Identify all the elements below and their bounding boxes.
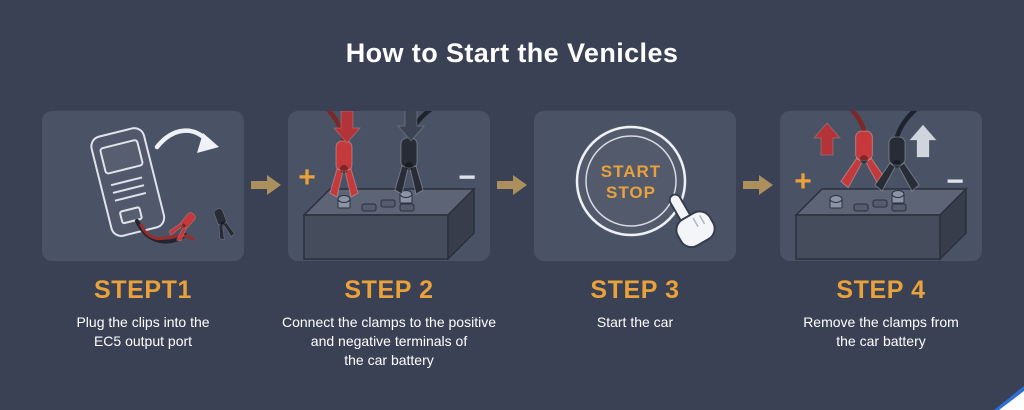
- red-cable: [139, 223, 195, 241]
- step-label: STEP 3: [590, 276, 680, 304]
- plus-symbol: +: [794, 165, 812, 198]
- black-clamp-icon: [874, 136, 920, 192]
- red-cable: [849, 111, 867, 134]
- step-description: Connect the clamps to the positive and n…: [281, 314, 496, 368]
- start-stop-button: START STOP: [575, 125, 687, 237]
- white-up-arrow-icon: [909, 124, 937, 158]
- step-1-panel: [42, 111, 244, 261]
- black-clamp-icon: [394, 137, 424, 195]
- infographic: How to Start the Venicles: [0, 38, 1024, 410]
- hand-pointer-icon: [668, 193, 716, 249]
- step-2-panel: + −: [288, 111, 490, 261]
- step-separator: [496, 173, 528, 197]
- step-separator: [742, 173, 774, 197]
- step-4: + − STEP 4 Remove the clamps from the ca…: [774, 111, 988, 351]
- battery-icon: [303, 188, 475, 260]
- minus-symbol: −: [946, 165, 964, 198]
- step-3: START STOP STEP 3 Start the car: [528, 111, 742, 332]
- step-arrow-icon: [497, 175, 527, 195]
- page-title: How to Start the Venicles: [345, 38, 679, 68]
- red-up-arrow-icon: [813, 122, 841, 156]
- step-separator: [250, 173, 282, 197]
- step-arrow-icon: [251, 175, 281, 195]
- step-4-panel: + −: [780, 111, 982, 261]
- steps-row: STEPT1 Plug the clips into the EC5 outpu…: [0, 111, 1024, 369]
- step-2: + − STEP 2 Connect the clamps to the pos…: [282, 111, 496, 369]
- start-button-illustration: START STOP: [575, 125, 716, 249]
- step-description: Plug the clips into the EC5 output port: [76, 314, 210, 349]
- start-label: START: [601, 162, 661, 181]
- black-down-arrow-icon: [397, 111, 425, 142]
- step-label: STEP 4: [836, 276, 926, 304]
- plus-symbol: +: [298, 161, 316, 194]
- step-3-panel: START STOP: [534, 111, 736, 261]
- battery-connect-illustration: + −: [298, 111, 476, 260]
- battery-icon: [795, 188, 967, 260]
- jump-starter-icon: [90, 127, 166, 237]
- step-description: Start the car: [596, 314, 674, 330]
- black-clamp-icon: [209, 206, 236, 242]
- black-cable: [894, 111, 918, 140]
- jump-starter-illustration: [90, 127, 236, 244]
- step-1: STEPT1 Plug the clips into the EC5 outpu…: [36, 111, 250, 351]
- step-label: STEP 2: [344, 276, 434, 304]
- step-arrow-icon: [743, 175, 773, 195]
- step-label: STEPT1: [93, 276, 193, 304]
- stop-label: STOP: [606, 183, 656, 202]
- curved-arrow-icon: [154, 128, 219, 153]
- minus-symbol: −: [458, 161, 476, 194]
- battery-remove-illustration: + −: [794, 111, 967, 260]
- step-description: Remove the clamps from the car battery: [803, 314, 959, 349]
